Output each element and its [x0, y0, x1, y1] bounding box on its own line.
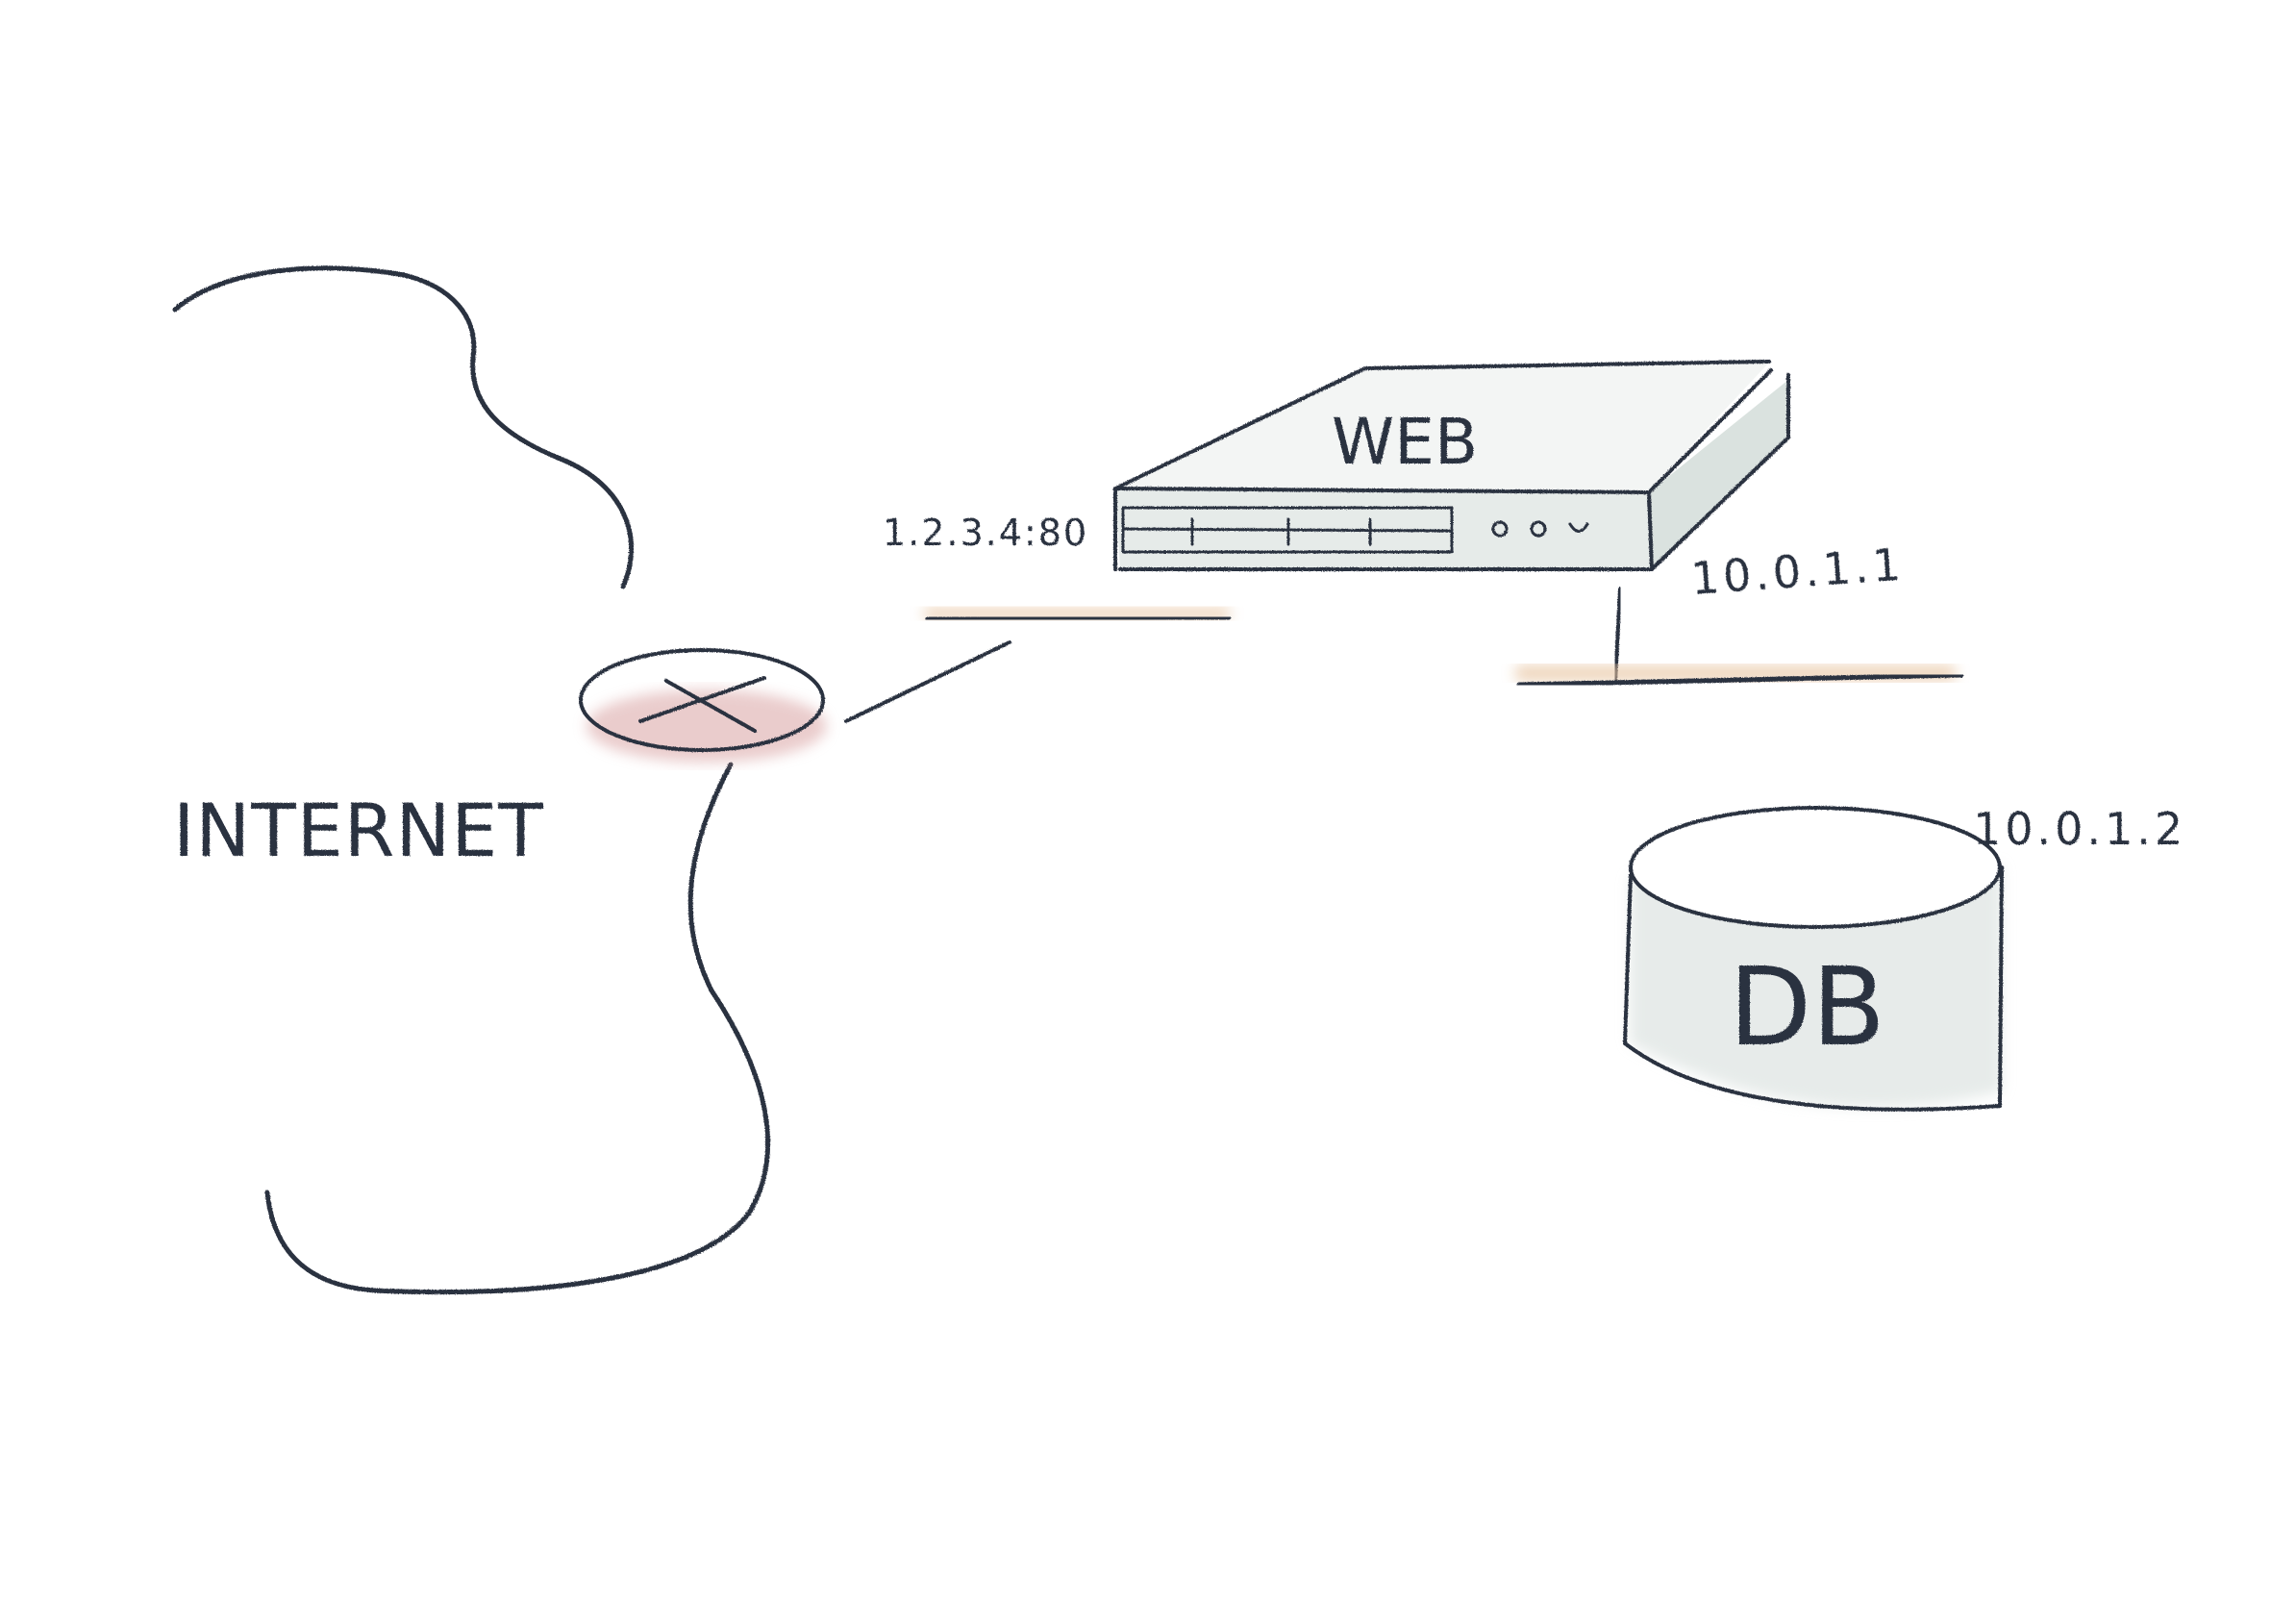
- web-server-label: WEB: [1332, 405, 1478, 479]
- database-address: 10.0.1.2: [1973, 803, 2186, 855]
- internet-cloud: [172, 265, 771, 1295]
- public-network-segment: [923, 569, 1232, 622]
- web-server: [1113, 360, 1790, 571]
- web-private-address: 10.0.1.1: [1689, 539, 1906, 605]
- router: [579, 648, 827, 763]
- router-to-public-link: [844, 640, 1011, 723]
- web-public-address: 1.2.3.4:80: [883, 512, 1088, 554]
- private-network-segment: [1514, 665, 1964, 808]
- database-label: DB: [1729, 945, 1885, 1070]
- internet-label: INTERNET: [173, 788, 544, 873]
- database: [1623, 806, 2004, 1112]
